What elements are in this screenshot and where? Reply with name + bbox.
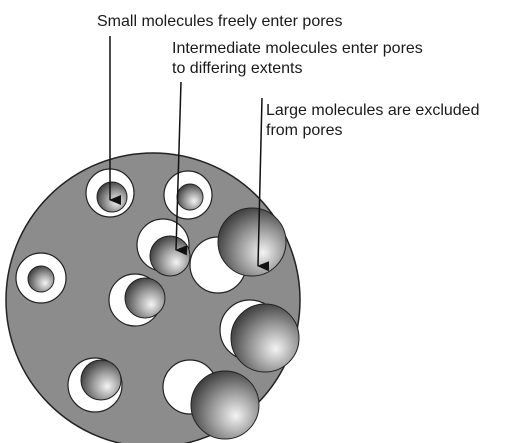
- label-large-line1: Large molecules are excluded: [266, 102, 480, 119]
- large-molecules: [190, 207, 300, 440]
- label-large-molecules: Large molecules are excluded from pores: [266, 101, 479, 141]
- intermediate-molecule: [80, 359, 122, 401]
- label-large-line2: from pores: [266, 122, 343, 139]
- large-molecule: [217, 207, 287, 277]
- intermediate-arrow: [175, 81, 188, 256]
- intermediate-molecule: [149, 235, 191, 277]
- large-molecule: [230, 303, 300, 373]
- label-intermediate-molecules: Intermediate molecules enter pores to di…: [172, 39, 423, 79]
- label-intermediate-line1: Intermediate molecules enter pores: [172, 40, 423, 57]
- small-molecule: [27, 265, 55, 293]
- label-small-molecules: Small molecules freely enter pores: [97, 13, 343, 30]
- large-molecule: [190, 370, 260, 440]
- small-molecule: [176, 183, 204, 211]
- large-arrow: [257, 97, 270, 272]
- small-molecule: [96, 181, 128, 213]
- intermediate-molecule: [124, 277, 166, 319]
- label-intermediate-line2: to differing extents: [172, 60, 303, 77]
